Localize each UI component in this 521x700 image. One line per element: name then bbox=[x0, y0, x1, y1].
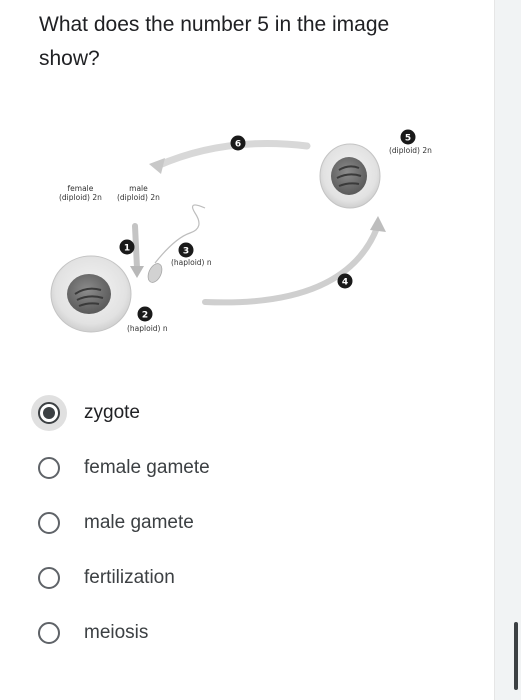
svg-text:6: 6 bbox=[235, 140, 241, 150]
arrowhead-4 bbox=[370, 216, 386, 232]
life-cycle-diagram: 6 5 1 3 4 2 bbox=[50, 129, 416, 333]
female-label: female (diploid) 2n bbox=[59, 184, 102, 202]
option-label: meiosis bbox=[84, 621, 149, 643]
male-label: male (diploid) 2n bbox=[117, 184, 160, 202]
marker-6: 6 bbox=[230, 135, 246, 151]
question-text: What does the number 5 in the image show… bbox=[39, 8, 479, 76]
radio-unchecked-icon[interactable] bbox=[38, 621, 60, 644]
arrow-4 bbox=[202, 225, 380, 306]
option-female-gamete[interactable]: female gamete bbox=[38, 440, 478, 495]
life-cycle-figure: 6 5 1 3 4 2 female bbox=[45, 118, 445, 358]
svg-text:3: 3 bbox=[183, 247, 189, 257]
question-card: What does the number 5 in the image show… bbox=[38, 0, 495, 700]
arrow-6 bbox=[153, 140, 311, 170]
step5-ploidy-label: (diploid) 2n bbox=[389, 146, 432, 155]
egg-chromosomes bbox=[74, 287, 104, 307]
question-line-1: What does the number 5 in the image bbox=[39, 13, 390, 36]
step3-ploidy-label: (haploid) n bbox=[171, 258, 212, 267]
option-fertilization[interactable]: fertilization bbox=[38, 550, 478, 605]
option-label: male gamete bbox=[84, 511, 194, 533]
radio-unchecked-icon[interactable] bbox=[38, 456, 60, 479]
egg-nucleus bbox=[67, 274, 111, 314]
sperm-tail bbox=[154, 204, 206, 264]
svg-text:1: 1 bbox=[124, 244, 130, 254]
marker-3: 3 bbox=[178, 242, 194, 258]
option-meiosis[interactable]: meiosis bbox=[38, 605, 478, 660]
option-label: zygote bbox=[84, 401, 140, 423]
sperm-head bbox=[147, 263, 163, 283]
marker-1: 1 bbox=[119, 239, 135, 255]
svg-text:5: 5 bbox=[405, 134, 411, 144]
option-label: female gamete bbox=[84, 456, 210, 478]
arrowhead-1 bbox=[130, 266, 144, 278]
answer-options: zygote female gamete male gamete fertili… bbox=[38, 385, 478, 660]
svg-text:2: 2 bbox=[142, 311, 148, 321]
option-male-gamete[interactable]: male gamete bbox=[38, 495, 478, 550]
question-line-2: show? bbox=[39, 47, 100, 70]
radio-unchecked-icon[interactable] bbox=[38, 566, 60, 589]
step2-ploidy-label: (haploid) n bbox=[127, 324, 168, 333]
option-label: fertilization bbox=[84, 566, 175, 588]
zygote-nucleus bbox=[331, 157, 367, 195]
option-zygote[interactable]: zygote bbox=[38, 385, 478, 440]
scroll-track bbox=[495, 0, 521, 700]
marker-2: 2 bbox=[137, 306, 153, 322]
svg-text:4: 4 bbox=[342, 278, 348, 288]
radio-unchecked-icon[interactable] bbox=[38, 511, 60, 534]
zygote-chromosomes bbox=[336, 165, 362, 187]
marker-5: 5 bbox=[400, 129, 416, 145]
radio-checked-icon[interactable] bbox=[38, 401, 60, 424]
arrowhead-6 bbox=[149, 158, 165, 174]
scrollbar-thumb[interactable] bbox=[514, 622, 518, 690]
arrow-1 bbox=[132, 223, 140, 271]
marker-4: 4 bbox=[337, 273, 353, 289]
